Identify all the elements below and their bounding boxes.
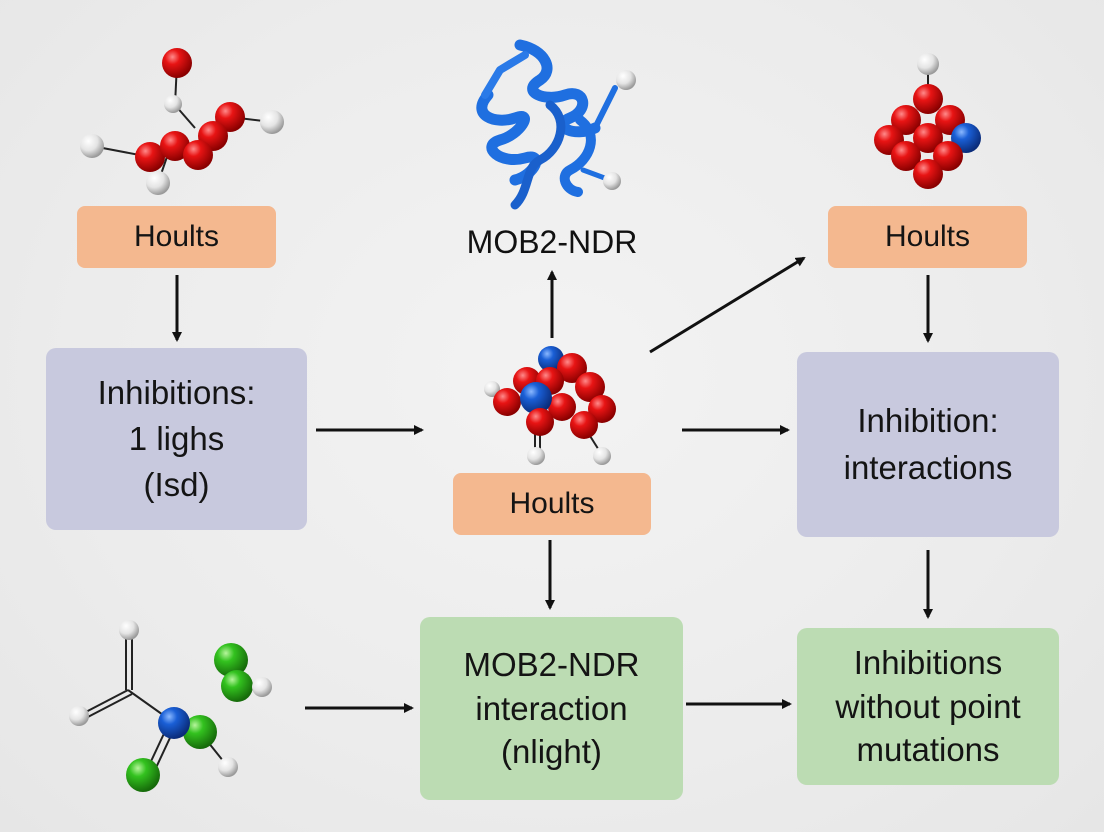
left-inhibitions-box: Inhibitions: 1 lighs (Isd) (46, 348, 307, 530)
right-inhibition-box: Inhibition: interactions (797, 352, 1059, 537)
molecule-center-icon (484, 346, 616, 465)
bottom-center-interaction-box: MOB2-NDR interaction (nlight) (420, 617, 683, 800)
bottom-right-inhibitions-box: Inhibitions without point mutations (797, 628, 1059, 785)
arrow-center-to-topright (649, 256, 806, 354)
molecule-top-left-icon (80, 48, 284, 195)
protein-ribbon-icon (476, 39, 636, 210)
top-left-hoults-label: Hoults (77, 206, 276, 268)
top-right-hoults-label: Hoults (828, 206, 1027, 268)
center-hoults-label: Hoults (453, 473, 651, 535)
protein-title: MOB2-NDR (466, 224, 638, 260)
molecule-top-right-icon (874, 53, 981, 189)
molecule-bottom-left-icon (69, 620, 272, 792)
